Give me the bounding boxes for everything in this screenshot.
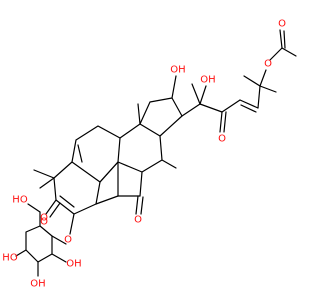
o-acetyl-label: O bbox=[278, 19, 286, 30]
sugar-ch2-oh bbox=[27, 203, 41, 213]
background bbox=[0, 0, 300, 300]
gem-methyl-1 bbox=[33, 169, 55, 179]
o-ketone-side-label: O bbox=[218, 134, 226, 145]
c17-c20 bbox=[181, 103, 201, 117]
c22-c23 bbox=[221, 99, 241, 113]
bond-skeleton bbox=[15, 29, 297, 277]
ring-c-bonds bbox=[117, 123, 163, 173]
o-glycoside-link-label: O bbox=[64, 235, 72, 246]
c14-methyl bbox=[161, 159, 177, 169]
ring-a-double-bond bbox=[59, 195, 75, 208]
c23-c24 bbox=[239, 99, 259, 109]
o-ketone-c11-label: O bbox=[134, 215, 142, 226]
sugar-c2-oh bbox=[51, 253, 67, 263]
oh-top-label: OH bbox=[170, 65, 185, 76]
acetyl-methyl bbox=[281, 47, 297, 57]
c23-c24-double bbox=[240, 104, 257, 113]
molecule-structure-diagram: OH OH O O O O O O O HO OH HO OH bbox=[0, 0, 300, 300]
c11-carbonyl bbox=[135, 195, 139, 215]
c22-carbonyl-2 bbox=[223, 111, 227, 133]
sugar-c4-oh bbox=[15, 249, 27, 257]
c3-carbonyl bbox=[45, 199, 57, 215]
ring-b-c9c10 bbox=[95, 195, 119, 205]
c22-carbonyl bbox=[219, 111, 223, 133]
c25-o-ester bbox=[259, 69, 267, 87]
c20-methyl bbox=[191, 83, 201, 105]
c13-methyl bbox=[137, 103, 141, 125]
oh-sugar-right-label: OH bbox=[66, 259, 81, 270]
c20-oh-bond bbox=[199, 85, 207, 105]
c24-c25 bbox=[257, 85, 261, 109]
c20-c22 bbox=[199, 103, 223, 113]
ho-ch2-label: HO bbox=[12, 195, 28, 206]
o-link-anomeric bbox=[51, 235, 67, 245]
o-ester-link-label: O bbox=[264, 59, 272, 70]
o-sugar-ring-label: O bbox=[40, 213, 48, 224]
oh-mid-label: OH bbox=[200, 75, 215, 86]
ester-o-c bbox=[269, 47, 283, 61]
o-ketone-ring-a-label: O bbox=[40, 217, 48, 228]
c2-o-link bbox=[69, 213, 75, 235]
c16-oh-bond bbox=[171, 75, 177, 99]
c11-to-c12 bbox=[139, 171, 143, 197]
c25-methyl-b bbox=[259, 85, 277, 93]
ring-b-double-bond bbox=[77, 144, 83, 163]
atom-labels: OH OH O O O O O O O HO OH HO OH bbox=[2, 19, 286, 290]
c3-carbonyl-2 bbox=[49, 202, 61, 218]
gem-methyl-2 bbox=[39, 177, 55, 189]
ring-b-c10-c1 bbox=[99, 161, 119, 183]
acetyl-c-o-2 bbox=[283, 30, 286, 49]
c11-carbonyl-2 bbox=[140, 196, 144, 215]
oh-sugar-bottom-label: OH bbox=[30, 279, 45, 290]
acetyl-c-o bbox=[279, 29, 283, 49]
c25-methyl-a bbox=[243, 75, 261, 87]
ho-sugar-left-label: HO bbox=[2, 253, 18, 264]
